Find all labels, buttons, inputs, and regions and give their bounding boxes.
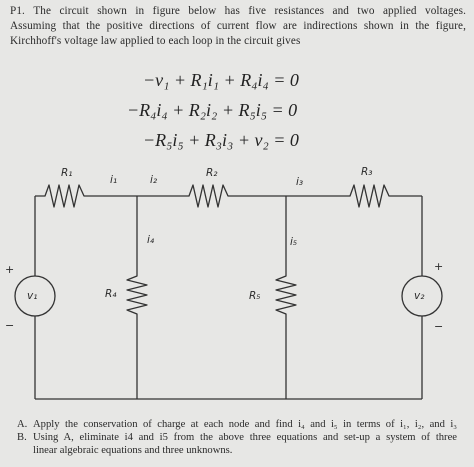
- label-r5: R₅: [249, 290, 261, 302]
- question-parts: A. Apply the conservation of charge at e…: [17, 418, 457, 457]
- label-r3: R₃: [361, 166, 373, 178]
- top-wire: [35, 184, 422, 208]
- v2-plus-sign: +: [434, 260, 443, 273]
- kvl-equation-1: −v₁ + R₁i₁ + R₄i₄ = 0: [143, 70, 299, 90]
- resistor-r5-wire: [275, 196, 297, 399]
- source-v2-circle: [401, 275, 443, 317]
- part-b-continuation: linear algebraic equations and three unk…: [33, 445, 233, 456]
- label-i4: i₄: [147, 234, 155, 246]
- v1-minus-sign: −: [5, 319, 14, 332]
- label-i3: i₃: [296, 176, 303, 188]
- intro-line-2: Assuming that the positive directions of…: [10, 20, 466, 32]
- label-v1: v₁: [27, 290, 37, 302]
- part-a-key: A.: [17, 419, 28, 430]
- v2-minus-sign: −: [434, 320, 443, 333]
- label-r2: R₂: [206, 167, 218, 179]
- kvl-equation-2: −R₄i₄ + R₂i₂ + R₅i₅ = 0: [127, 100, 298, 120]
- intro-line-3: Kirchhoff's voltage law applied to each …: [10, 35, 301, 47]
- part-b-key: B.: [17, 432, 27, 443]
- label-r1: R₁: [61, 167, 73, 179]
- part-b: B. Using A, eliminate i4 and i5 from the…: [17, 431, 457, 444]
- part-a-text: Apply the conservation of charge at each…: [33, 419, 457, 430]
- label-i5: i₅: [290, 236, 297, 248]
- intro-line-1: P1. The circuit shown in figure below ha…: [10, 5, 466, 17]
- label-i2: i₂: [150, 174, 158, 186]
- problem-number: P1.: [10, 5, 25, 17]
- label-r4: R₄: [105, 288, 117, 300]
- label-i1: i₁: [110, 174, 117, 186]
- v1-plus-sign: +: [5, 263, 14, 276]
- part-b-text: Using A, eliminate i4 and i5 from the ab…: [33, 432, 457, 443]
- part-a: A. Apply the conservation of charge at e…: [17, 418, 457, 431]
- label-v2: v₂: [414, 290, 425, 302]
- source-v1-circle: [14, 275, 56, 317]
- problem-statement: P1. The circuit shown in figure below ha…: [10, 4, 466, 49]
- resistor-r4-wire: [126, 196, 148, 399]
- kvl-equation-3: −R₅i₅ + R₃i₃ + v₂ = 0: [143, 130, 299, 150]
